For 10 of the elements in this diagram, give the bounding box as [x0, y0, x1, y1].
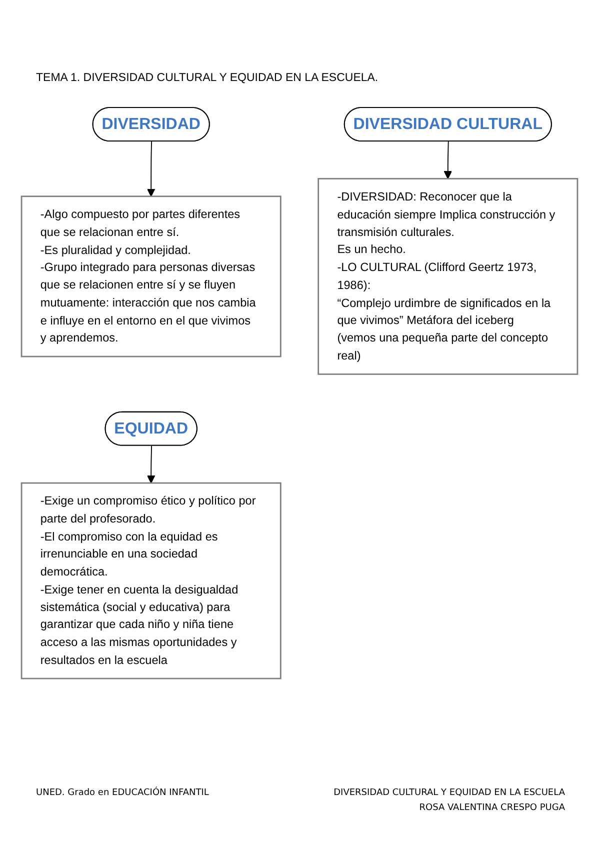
node-box: -Exige un compromiso ético y político por parte del profesorado. -El compromiso con la equidad es irrenunciable en una sociedad democrática. -Exige tener en cuenta la desigualdad sistemática (social y educativa) para garantizar que cada niño y niña tiene acceso a las mismas oportunidades y resultados en la escuela — [20, 482, 282, 680]
arrow — [146, 445, 156, 484]
footer-text: DIVERSIDAD CULTURAL Y EQUIDAD EN LA ESCUELA — [334, 788, 565, 798]
document-title: TEMA 1. DIVERSIDAD CULTURAL Y EQUIDAD EN LA ESCUELA. — [36, 72, 378, 84]
footer-text: UNED. Grado en EDUCACIÓN INFANTIL — [36, 788, 209, 798]
footer-text: ROSA VALENTINA CRESPO PUGA — [419, 803, 565, 813]
arrow — [444, 141, 452, 180]
node-box: -DIVERSIDAD: Reconocer que la educación siempre Implica construcción y transmisión culturales. Es un hecho. -LO CULTURAL (Clifford Geertz 1973, 1986): “Complejo urdimbre de significados en la que vivimos” Metáfora del iceberg (vemos una pequeña parte del concepto real) — [318, 178, 578, 375]
node-box: -Algo compuesto por partes diferentes que se relacionan entre sí. -Es pluralidad y complejidad. -Grupo integrado para personas diversas que se relacionen entre sí y se fluyen mutuamente: interacción que nos cambia e influye en el entorno en el que vivimos y aprendemos. — [20, 196, 282, 358]
arrow — [146, 141, 156, 197]
